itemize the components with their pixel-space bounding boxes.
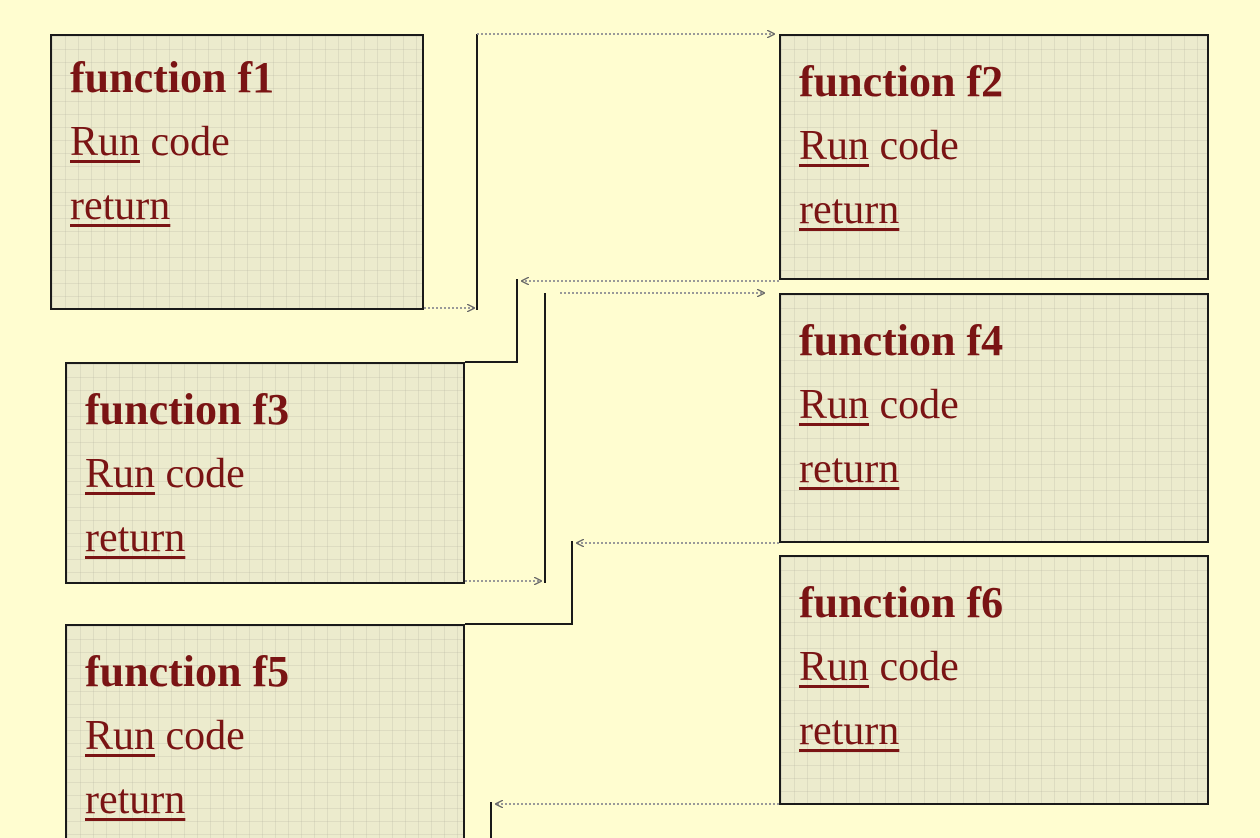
function-box-f5: function f5 Run code return	[65, 624, 465, 838]
function-name: function f6	[799, 578, 1004, 627]
run-code-line: Run code	[799, 373, 1207, 437]
function-name: function f1	[70, 53, 275, 102]
function-name: function f2	[799, 57, 1004, 106]
run-code-line: Run code	[799, 114, 1207, 178]
run-code-line: Run code	[85, 704, 463, 768]
return-link: return	[70, 183, 171, 229]
return-line: return	[799, 437, 1207, 501]
run-link: Run	[70, 119, 141, 165]
run-link: Run	[799, 382, 870, 428]
function-name: function f5	[85, 647, 290, 696]
run-link: Run	[85, 713, 156, 759]
run-link: Run	[799, 644, 870, 690]
run-link: Run	[85, 451, 156, 497]
return-line: return	[85, 506, 463, 570]
run-code-line: Run code	[799, 635, 1207, 699]
code-text: code	[869, 123, 959, 169]
return-line: return	[799, 699, 1207, 763]
run-link: Run	[799, 123, 870, 169]
code-text: code	[155, 451, 245, 497]
return-link: return	[85, 515, 186, 561]
return-link: return	[85, 777, 186, 823]
return-link: return	[799, 187, 900, 233]
return-link: return	[799, 708, 900, 754]
function-box-f2: function f2 Run code return	[779, 34, 1209, 280]
code-text: code	[155, 713, 245, 759]
code-text: code	[869, 382, 959, 428]
function-box-f1: function f1 Run code return	[50, 34, 424, 310]
return-link: return	[799, 446, 900, 492]
return-line: return	[70, 174, 422, 238]
function-name: function f4	[799, 316, 1004, 365]
run-code-line: Run code	[85, 442, 463, 506]
function-box-f6: function f6 Run code return	[779, 555, 1209, 805]
return-line: return	[85, 768, 463, 832]
function-name: function f3	[85, 385, 290, 434]
function-box-f4: function f4 Run code return	[779, 293, 1209, 543]
code-text: code	[869, 644, 959, 690]
run-code-line: Run code	[70, 110, 422, 174]
code-text: code	[140, 119, 230, 165]
return-line: return	[799, 178, 1207, 242]
function-box-f3: function f3 Run code return	[65, 362, 465, 584]
